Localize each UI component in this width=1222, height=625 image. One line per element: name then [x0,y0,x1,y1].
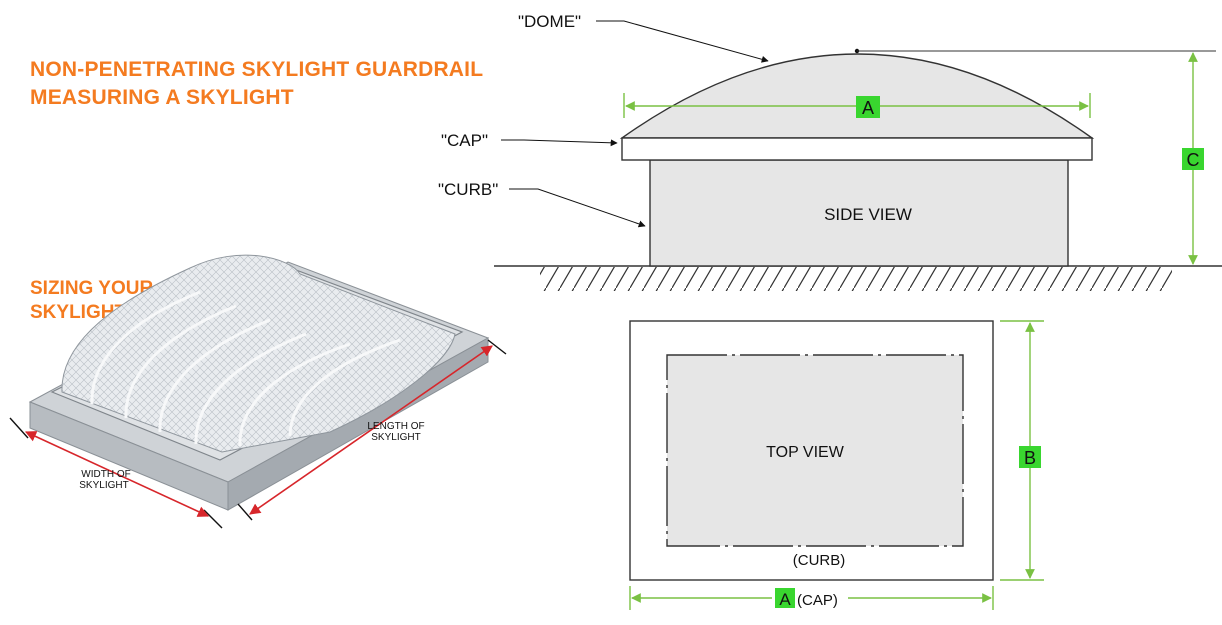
page-title-line-2: MEASURING A SKYLIGHT [30,86,294,109]
top-dim-a-suffix: (CAP) [797,592,838,609]
ground-hatching [540,267,1172,291]
length-label-line-2: SKYLIGHT [371,432,420,443]
top-view-curb-label: (CURB) [793,552,846,569]
length-end-tick-bottom [237,503,253,521]
top-dim-a-label: A [779,590,791,609]
top-dim-b-badge [1019,446,1041,468]
skylight-dome-rib [124,304,237,419]
sizing-heading-line-2: SKYLIGHT [30,302,127,323]
curb-leader-line [509,188,646,228]
skylight-product-illustration: WIDTH OF SKYLIGHT LENGTH OF SKYLIGHT [9,254,507,529]
skylight-dome-rib [158,318,271,433]
side-dim-a-badge [856,96,880,118]
top-view-curb-shape [666,354,964,547]
page-title-line-1: NON-PENETRATING SKYLIGHT GUARDRAIL [30,58,484,81]
side-dim-c-label: C [1187,150,1200,170]
skylight-dome-rib [194,332,307,445]
width-end-tick-left [9,417,29,439]
top-view-diagram: TOP VIEW (CURB) B A (CAP) [629,320,1044,610]
curb-label: "CURB" [438,180,498,199]
cap-leader-line [501,139,618,147]
width-arrow [24,431,210,517]
length-arrow [249,345,493,515]
dome-leader-line [596,20,769,63]
width-label-line-1: WIDTH OF [81,469,130,480]
skylight-dome-rib [90,290,201,405]
dome-label: "DOME" [518,12,581,31]
top-dim-a-badge [775,588,795,608]
sizing-heading-line-1: SIZING YOUR [30,278,154,299]
side-dim-a-label: A [862,98,874,118]
top-view-label: TOP VIEW [766,444,845,461]
length-label-line-1: LENGTH OF [367,421,424,432]
cap-shape [621,137,1093,161]
cap-label: "CAP" [441,131,488,150]
side-view-diagram: A C "DOME" "CAP" "CURB" SIDE VIEW [438,12,1222,291]
top-dim-b-label: B [1024,448,1036,468]
side-view-label: SIDE VIEW [824,205,912,224]
width-label-line-2: SKYLIGHT [79,480,128,491]
length-end-tick-top [487,339,507,355]
curb-shape [649,159,1069,267]
width-end-tick-right [203,509,223,529]
side-dim-c-badge [1182,148,1204,170]
